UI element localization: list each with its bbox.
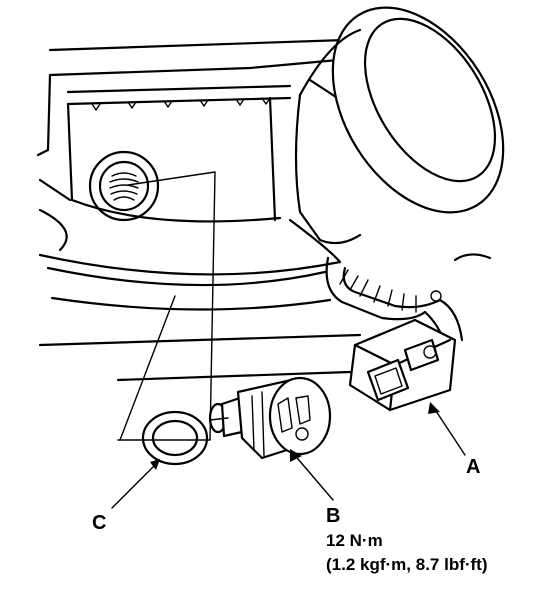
connector-a [348,318,457,412]
label-c: C [92,512,106,534]
washer-c [141,410,209,466]
torque-spec-nm: 12 N·m [326,531,383,550]
label-a: A [466,456,480,478]
sensor-b [208,376,332,460]
torque-spec-imperial: (1.2 kgf·m, 8.7 lbf·ft) [326,555,488,574]
label-b: B [326,505,340,527]
leader-lines [117,171,229,441]
cylinder-component [294,6,505,245]
sensor-port [88,150,160,222]
callout-arrows [111,402,466,509]
engine-block [36,38,492,382]
